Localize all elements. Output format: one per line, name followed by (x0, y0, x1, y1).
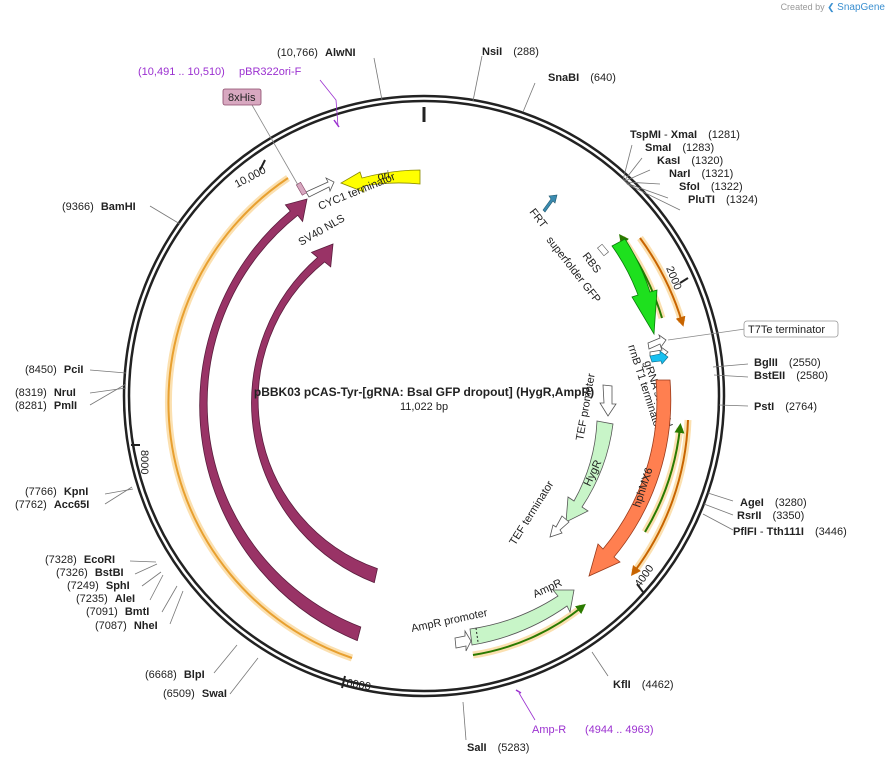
ori-arrow (340, 169, 421, 193)
tef-terminator-arrow (549, 515, 570, 538)
cas9-outer-arrow (199, 198, 362, 642)
ampr-inner-line (472, 603, 586, 656)
site-bsteii: BstEII (2580) (754, 370, 828, 382)
site-acc65i: (7762) Acc65I (15, 499, 89, 511)
rbs-mark (597, 243, 609, 257)
site-kasi: KasI (1320) (657, 155, 723, 167)
site-kfli: KflI (4462) (613, 679, 674, 691)
his-tag-mark (295, 181, 308, 196)
site-pcii: (8450) PciI (25, 364, 83, 376)
ori-label: ori (377, 169, 391, 183)
site-nhei: (7087) NheI (95, 620, 158, 632)
hygr-arrow (565, 420, 614, 523)
t7te-label: T7Te terminator (748, 324, 825, 336)
site-pluti: PluTI (1324) (688, 194, 758, 206)
primer-pbr322-name: pBR322ori-F (239, 66, 302, 78)
site-sali: SalI (5283) (467, 742, 529, 754)
snapgene-brand: SnapGene (837, 2, 885, 13)
site-leaders (89, 55, 749, 741)
primer-pbr322-leader (319, 79, 339, 127)
t7te-box (743, 320, 839, 338)
site-bstbi: (7326) BstBI (56, 567, 124, 579)
site-ecori: (7328) EcoRI (45, 554, 115, 566)
site-nari: NarI (1321) (669, 168, 733, 180)
tick-10000: 10,000 (233, 159, 268, 191)
site-nsii: NsiI (288) (482, 46, 539, 58)
site-pflfi: PflFI - Tth111I (3446) (733, 526, 847, 538)
ampr-arrow (469, 589, 575, 646)
site-alei: (7235) AleI (76, 593, 135, 605)
restriction-sites: NsiI (288) SnaBI (640) TspMI - XmaI (128… (15, 46, 847, 754)
site-nrui: (8319) NruI (15, 387, 76, 399)
plasmid-size: 11,022 bp (400, 401, 448, 413)
his-tag-box (222, 88, 262, 106)
backbone-outer (122, 94, 726, 698)
primer-pbr322-range: (10,491 .. 10,510) (138, 66, 225, 78)
backbone-inner (127, 99, 721, 693)
hphmx6-arrow (588, 379, 672, 577)
plasmid-name: pBBK03 pCAS-Tyr-[gRNA: BsaI GFP dropout]… (254, 385, 594, 399)
cas9-inner-label: Cas9 (235, 417, 250, 444)
site-alwni: (10,766) AlwNI (277, 47, 356, 59)
site-psti: PstI (2764) (754, 401, 817, 413)
site-bmti: (7091) BmtI (86, 606, 149, 618)
site-bglii: BglII (2550) (754, 357, 821, 369)
hygr-label: HygR (582, 458, 605, 488)
site-sfoi: SfoI (1322) (679, 181, 743, 193)
cas9-outer-line (167, 177, 353, 659)
tef-promoter-label: TEF promoter (574, 372, 598, 441)
scaffold-arrow (649, 350, 669, 365)
site-agei: AgeI (3280) (740, 497, 807, 509)
t7te-leader (667, 328, 746, 341)
site-smai: SmaI (1283) (645, 142, 714, 154)
site-kpni: (7766) KpnI (25, 486, 88, 498)
ampr-promoter-arrow (454, 629, 472, 652)
tick-8000: 8000 (131, 444, 150, 474)
tick-label: 8000 (138, 450, 150, 474)
frt-arrow (542, 194, 558, 213)
site-rsrii: RsrII (3350) (737, 510, 804, 522)
cyc1-terminator-arrow (305, 177, 335, 198)
site-snabi: SnaBI (640) (548, 72, 616, 84)
snapgene-credit: Created by ❮ SnapGene (781, 2, 885, 13)
cas9-outer-label: Cas9 (179, 427, 194, 454)
primer-ampr-range: (4944 .. 4963) (585, 724, 654, 736)
gfp-outer-line (639, 237, 686, 327)
primer-ampr-name: Amp-R (532, 724, 566, 736)
hph-outer-line (630, 419, 689, 576)
site-sphi: (7249) SphI (67, 580, 130, 592)
gfp-arrow (611, 238, 658, 336)
his-tag-leader (251, 104, 299, 186)
site-blpi: (6668) BlpI (145, 669, 205, 681)
primer-ampr-leader (518, 692, 536, 721)
tef-terminator-label: TEF terminator (507, 479, 556, 548)
tick-label: 6000 (345, 677, 371, 693)
site-tspmi: TspMI - XmaI (1281) (630, 129, 740, 141)
site-pmli: (8281) PmlI (15, 400, 77, 412)
cas9-inner-arrow (251, 243, 378, 584)
credit-prefix: Created by (780, 2, 825, 12)
tick-6000: 6000 (341, 675, 372, 693)
site-bamhi: (9366) BamHI (62, 201, 136, 213)
sv40-nls-label: SV40 NLS (297, 213, 347, 249)
hph-inner-line (644, 423, 685, 533)
t7te-arrow (647, 333, 667, 350)
site-swai: (6509) SwaI (163, 688, 227, 700)
tef-promoter-arrow (599, 384, 617, 417)
snapgene-logo-icon: ❮ (827, 2, 835, 12)
primer-ampr-mark (515, 689, 522, 694)
his-tag-label: 8xHis (228, 92, 256, 104)
